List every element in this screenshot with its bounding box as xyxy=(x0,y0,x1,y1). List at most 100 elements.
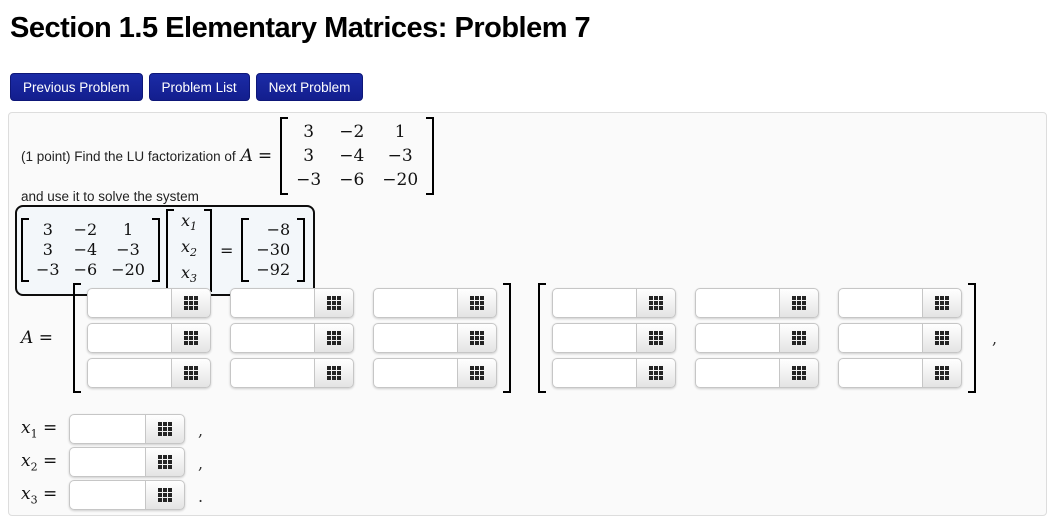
right-bracket xyxy=(426,117,435,195)
problem-nav: Previous Problem Problem List Next Probl… xyxy=(10,73,364,101)
keypad-grid-icon xyxy=(935,296,939,300)
matrix1-r1c3-input[interactable] xyxy=(373,288,457,318)
keypad-grid-icon xyxy=(792,366,796,370)
variable-x1: x1 xyxy=(180,211,197,234)
keypad-grid-icon xyxy=(935,366,939,370)
keypad-grid-icon xyxy=(327,296,331,300)
answer-matrix-2 xyxy=(538,283,976,393)
equation-editor-button[interactable] xyxy=(171,288,211,318)
equation-editor-button[interactable] xyxy=(779,323,819,353)
matrix2-r1c1-input[interactable] xyxy=(552,288,636,318)
variable-vector: x1 x2 x3 xyxy=(165,209,212,292)
matrix-cell: −3 xyxy=(387,146,413,166)
answer-A-label: A = xyxy=(21,328,53,348)
x1-input[interactable] xyxy=(69,414,145,444)
equation-editor-button[interactable] xyxy=(457,358,497,388)
equation-editor-button[interactable] xyxy=(171,358,211,388)
x3-input[interactable] xyxy=(69,480,145,510)
keypad-grid-icon xyxy=(470,296,474,300)
x2-answer-row: x2 = , xyxy=(21,447,203,477)
equation-editor-button[interactable] xyxy=(145,414,185,444)
matrix2-r1c3-input[interactable] xyxy=(838,288,922,318)
left-bracket xyxy=(73,283,81,393)
keypad-grid-icon xyxy=(649,296,653,300)
equation-editor-button[interactable] xyxy=(779,288,819,318)
matrix-cell: −20 xyxy=(111,260,145,280)
equals-sign: = xyxy=(257,146,273,166)
matrix-A-symbol: A xyxy=(240,146,253,166)
keypad-grid-icon xyxy=(470,331,474,335)
matrix1-r2c3-input[interactable] xyxy=(373,323,457,353)
equation-editor-button[interactable] xyxy=(314,288,354,318)
matrix2-r3c1-input[interactable] xyxy=(552,358,636,388)
keypad-grid-icon xyxy=(184,296,188,300)
matrix-cell: −3 xyxy=(116,240,140,260)
rhs-value: −30 xyxy=(256,240,291,260)
statement-text: (1 point) Find the LU factorization of xyxy=(21,148,236,164)
matrix2-r2c3-input[interactable] xyxy=(838,323,922,353)
matrix1-r3c2-input[interactable] xyxy=(230,358,314,388)
keypad-grid-icon xyxy=(158,488,162,492)
matrix-cell: −2 xyxy=(339,122,365,142)
equation-editor-button[interactable] xyxy=(145,480,185,510)
equation-editor-button[interactable] xyxy=(457,288,497,318)
keypad-grid-icon xyxy=(158,455,162,459)
matrix1-r3c1-input[interactable] xyxy=(87,358,171,388)
matrix1-r1c1-input[interactable] xyxy=(87,288,171,318)
next-problem-button[interactable]: Next Problem xyxy=(255,73,364,101)
x2-input[interactable] xyxy=(69,447,145,477)
follow-up-text: and use it to solve the system xyxy=(21,189,199,204)
matrix-cell: 1 xyxy=(394,122,406,142)
equation-editor-button[interactable] xyxy=(922,323,962,353)
keypad-grid-icon xyxy=(184,366,188,370)
matrix-cell: 3 xyxy=(42,220,53,240)
matrix2-r2c1-input[interactable] xyxy=(552,323,636,353)
matrix1-r3c3-input[interactable] xyxy=(373,358,457,388)
matrix2-r1c2-input[interactable] xyxy=(695,288,779,318)
equation-editor-button[interactable] xyxy=(171,323,211,353)
system-equation: 3 −2 1 3 −4 −3 −3 −6 −20 x1 x2 x3 = xyxy=(15,205,316,296)
x1-answer-row: x1 = , xyxy=(21,414,203,444)
keypad-grid-icon xyxy=(792,296,796,300)
matrix2-r2c2-input[interactable] xyxy=(695,323,779,353)
rhs-value: −8 xyxy=(266,220,291,240)
solution-answer-rows: x1 = , x2 = , x3 = . xyxy=(21,414,203,513)
right-bracket xyxy=(503,283,511,393)
right-bracket xyxy=(968,283,976,393)
x2-label: x2 = xyxy=(21,450,58,474)
rhs-value: −92 xyxy=(256,260,291,280)
punctuation-period: . xyxy=(198,487,204,506)
keypad-grid-icon xyxy=(327,331,331,335)
matrix-cell: 3 xyxy=(42,240,53,260)
matrix1-r2c2-input[interactable] xyxy=(230,323,314,353)
equation-editor-button[interactable] xyxy=(636,288,676,318)
equation-editor-button[interactable] xyxy=(314,358,354,388)
equation-editor-button[interactable] xyxy=(636,323,676,353)
x1-label: x1 = xyxy=(21,417,58,441)
equation-editor-button[interactable] xyxy=(779,358,819,388)
keypad-grid-icon xyxy=(649,366,653,370)
lu-answer-row: A = xyxy=(21,283,997,393)
problem-list-button[interactable]: Problem List xyxy=(148,73,250,101)
matrix1-r2c1-input[interactable] xyxy=(87,323,171,353)
equation-editor-button[interactable] xyxy=(145,447,185,477)
left-bracket xyxy=(165,209,174,292)
right-bracket xyxy=(151,218,160,283)
matrix1-r1c2-input[interactable] xyxy=(230,288,314,318)
equation-editor-button[interactable] xyxy=(922,288,962,318)
matrix-cell: −4 xyxy=(73,240,98,260)
problem-panel: (1 point) Find the LU factorization of A… xyxy=(8,112,1047,516)
equation-editor-button[interactable] xyxy=(314,323,354,353)
right-bracket xyxy=(297,218,306,283)
keypad-grid-icon xyxy=(158,422,162,426)
previous-problem-button[interactable]: Previous Problem xyxy=(10,73,143,101)
equation-editor-button[interactable] xyxy=(457,323,497,353)
system-coefficient-matrix: 3 −2 1 3 −4 −3 −3 −6 −20 xyxy=(21,218,160,283)
keypad-grid-icon xyxy=(935,331,939,335)
matrix2-r3c2-input[interactable] xyxy=(695,358,779,388)
equation-editor-button[interactable] xyxy=(636,358,676,388)
equation-editor-button[interactable] xyxy=(922,358,962,388)
matrix2-r3c3-input[interactable] xyxy=(838,358,922,388)
keypad-grid-icon xyxy=(792,331,796,335)
x3-answer-row: x3 = . xyxy=(21,480,203,510)
